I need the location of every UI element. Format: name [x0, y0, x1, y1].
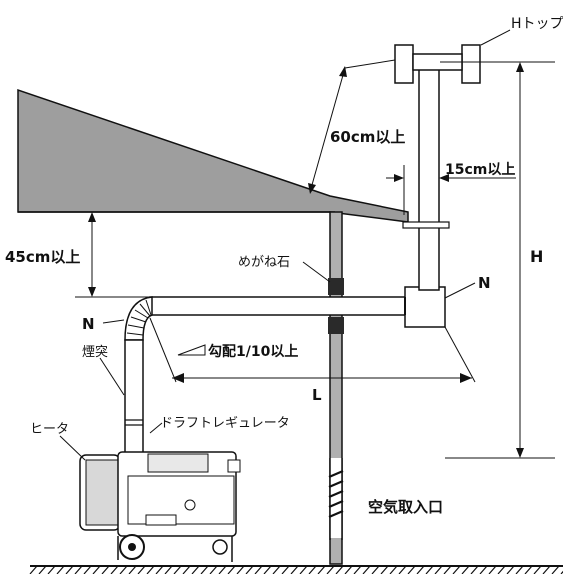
- ground-hatch: [560, 570, 563, 574]
- ground-hatch: [101, 565, 110, 574]
- ground-hatch: [380, 565, 389, 574]
- ground-hatch: [452, 565, 461, 574]
- ground-hatch: [65, 565, 74, 574]
- ground-hatch: [299, 565, 308, 574]
- ground-hatch: [542, 565, 551, 574]
- ground-hatch: [263, 565, 272, 574]
- megane-stone-bottom: [328, 317, 344, 334]
- ground-hatch: [173, 565, 182, 574]
- ground-hatch: [416, 565, 425, 574]
- label-60cm: 60cm以上: [330, 128, 405, 146]
- label-n-right: N: [478, 274, 491, 292]
- dimension-lines: [59, 59, 555, 461]
- label-h: H: [530, 247, 543, 266]
- ground-hatch: [524, 565, 533, 574]
- ground-hatch: [146, 565, 155, 574]
- ground-hatch: [110, 565, 119, 574]
- ground-hatch: [461, 565, 470, 574]
- ground-hatch: [74, 565, 83, 574]
- label-n-left: N: [82, 315, 95, 333]
- ground-hatch: [344, 565, 353, 574]
- elbow: [124, 296, 153, 341]
- ground-hatch: [92, 565, 101, 574]
- wall-bracket: [402, 221, 450, 229]
- ground-hatch: [326, 565, 335, 574]
- ground-hatch: [209, 565, 218, 574]
- heater: [79, 451, 241, 562]
- label-kobai: 勾配1/10以上: [208, 343, 298, 360]
- ground-hatch: [245, 565, 254, 574]
- vertical-pipe: [402, 67, 450, 291]
- label-h-top: Hトップ: [511, 16, 563, 32]
- ground-hatch: [371, 565, 380, 574]
- label-l: L: [312, 386, 322, 404]
- ground-hatch: [389, 565, 398, 574]
- left-pipe: [124, 339, 144, 456]
- ground-hatch: [434, 565, 443, 574]
- ground-hatch: [56, 565, 65, 574]
- ground-hatch: [308, 565, 317, 574]
- ground: [29, 565, 563, 574]
- ground-hatch: [281, 565, 290, 574]
- label-entotsu: 煙突: [82, 344, 108, 360]
- h-top-cap: [394, 29, 511, 84]
- ground-hatch: [47, 565, 56, 574]
- ground-hatch: [218, 565, 227, 574]
- ground-hatch: [533, 565, 542, 574]
- horizontal-pipe: [149, 278, 406, 334]
- megane-stone-top: [328, 278, 344, 295]
- air-intake-mark: [328, 469, 344, 519]
- ground-hatch: [407, 565, 416, 574]
- ground-hatch: [425, 565, 434, 574]
- ground-hatch: [362, 565, 371, 574]
- ground-hatch: [254, 565, 263, 574]
- ground-hatch: [497, 565, 506, 574]
- t-joint: [404, 286, 446, 328]
- roof: [17, 88, 409, 223]
- ground-hatch: [335, 565, 344, 574]
- ground-hatch: [191, 565, 200, 574]
- ground-hatch: [515, 565, 524, 574]
- label-15cm: 15cm以上: [445, 162, 515, 178]
- ground-hatch: [83, 565, 92, 574]
- ground-hatch: [479, 565, 488, 574]
- ground-hatch: [182, 565, 191, 574]
- ground-hatch: [272, 565, 281, 574]
- ground-hatch: [200, 565, 209, 574]
- label-draft: ドラフトレギュレータ: [160, 416, 290, 431]
- label-megane: めがね石: [238, 255, 290, 270]
- ground-hatch: [443, 565, 452, 574]
- ground-hatch: [119, 565, 128, 574]
- ground-hatch: [164, 565, 173, 574]
- label-heater: ヒータ: [30, 422, 69, 437]
- ground-hatch: [290, 565, 299, 574]
- label-45cm: 45cm以上: [5, 248, 80, 266]
- label-air-intake: 空気取入口: [368, 498, 443, 516]
- ground-hatch: [227, 565, 236, 574]
- ground-hatch: [398, 565, 407, 574]
- labels: Hトップ 60cm以上 15cm以上 45cm以上 H めがね石 N N 煙突 …: [5, 16, 563, 516]
- ground-hatch: [353, 565, 362, 574]
- ground-hatch: [488, 565, 497, 574]
- ground-hatch: [506, 565, 515, 574]
- ground-hatch: [236, 565, 245, 574]
- ground-hatch: [317, 565, 326, 574]
- ground-hatch: [470, 565, 479, 574]
- ground-hatch: [137, 565, 146, 574]
- wall: [328, 211, 344, 565]
- ground-hatch: [551, 565, 560, 574]
- ground-hatch: [155, 565, 164, 574]
- ground-hatch: [29, 565, 38, 574]
- ground-hatch: [128, 565, 137, 574]
- ground-hatch: [38, 565, 47, 574]
